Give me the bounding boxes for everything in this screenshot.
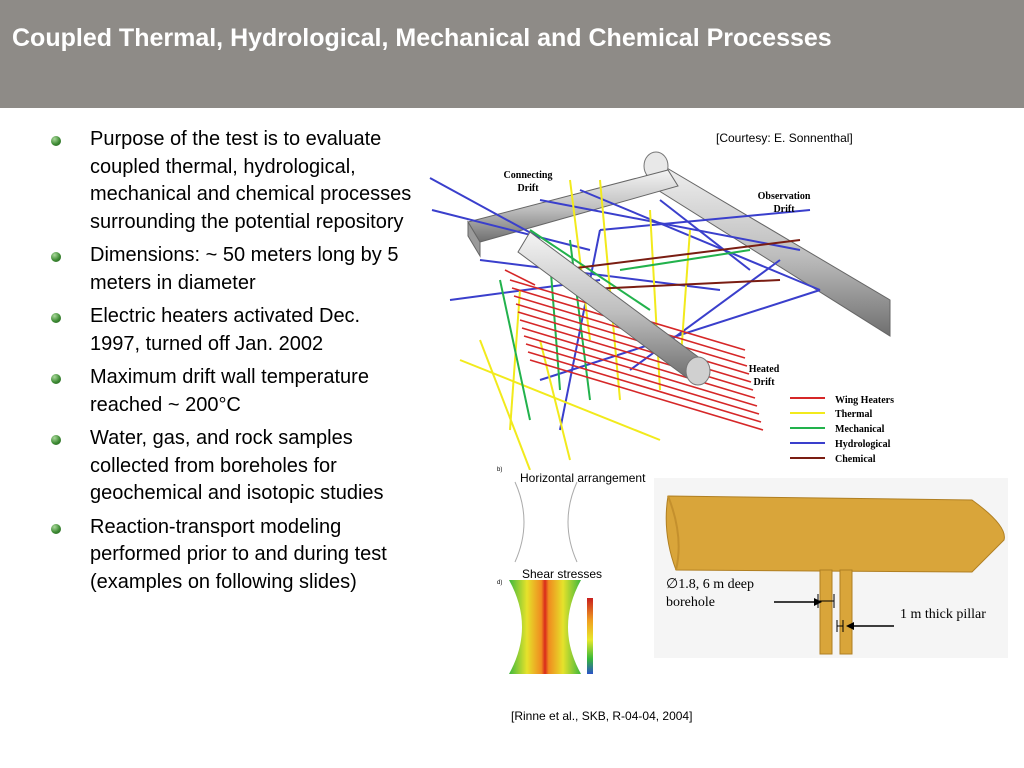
stress-panels: b) d) [497,467,593,674]
panel-d-letter: d) [497,580,502,586]
borehole-label-2: borehole [666,595,715,610]
slide-title: Coupled Thermal, Hydrological, Mechanica… [12,24,832,52]
heated-drift [517,231,711,386]
pillar-arrowhead [846,622,854,630]
horizontal-arrangement-label: Horizontal arrangement [520,471,646,485]
bullet-text: Water, gas, and rock samples collected f… [90,427,384,504]
courtesy-caption: [Courtesy: E. Sonnenthal] [716,131,853,145]
bullet-icon [51,374,61,384]
bullet-item: Electric heaters activated Dec. 1997, tu… [50,303,415,358]
bullet-text: Maximum drift wall temperature reached ~… [90,366,369,416]
shear-stresses-label: Shear stresses [522,567,603,581]
drift-borehole-diagram: Connecting Drift Observation Drift Heate… [429,151,894,470]
bullet-text: Electric heaters activated Dec. 1997, tu… [90,305,361,355]
borehole-left [819,569,833,655]
bullet-item: Water, gas, and rock samples collected f… [50,425,415,508]
legend-label: Mechanical [835,424,885,435]
bullet-icon [51,136,61,146]
legend-label: Wing Heaters [835,395,894,406]
reference-caption: [Rinne et al., SKB, R-04-04, 2004] [511,709,693,723]
heated-drift-label-2: Drift [753,377,775,388]
legend-label: Chemical [835,454,876,465]
bullet-text: Dimensions: ~ 50 meters long by 5 meters… [90,244,399,294]
bullet-item: Reaction-transport modeling performed pr… [50,514,415,597]
bullet-icon [51,523,61,534]
tunnel-borehole-illustration: ∅1.8, 6 m deep borehole 1 m thick pillar [654,478,1008,658]
stress-right-hole [568,580,581,674]
bullet-text: Purpose of the test is to evaluate coupl… [90,128,412,233]
bullet-item: Purpose of the test is to evaluate coupl… [50,126,415,236]
heated-drift-label: Heated [749,364,780,375]
bullet-list: Purpose of the test is to evaluate coupl… [50,126,415,602]
tunnel-body [665,495,1005,573]
connecting-drift-label: Connecting [504,170,553,181]
connecting-drift-label-2: Drift [517,183,539,194]
observation-drift-label-2: Drift [773,204,795,215]
color-scale-bar [587,598,593,674]
borehole-right [839,569,853,655]
borehole-label: ∅1.8, 6 m deep [666,577,754,592]
bullet-icon [51,313,61,323]
connecting-drift [467,169,679,258]
bullet-item: Maximum drift wall temperature reached ~… [50,364,415,419]
bullet-text: Reaction-transport modeling performed pr… [90,515,387,593]
legend-label: Hydrological [835,439,891,450]
bullet-icon [51,252,61,262]
panel-b-letter: b) [497,467,502,473]
observation-drift-label: Observation [758,191,811,202]
pillar-label: 1 m thick pillar [900,607,986,622]
stress-left-hole [509,580,522,674]
panel-b-left-boundary [514,481,525,563]
title-bar: Coupled Thermal, Hydrological, Mechanica… [0,0,1024,108]
tunnel-end [667,495,680,571]
bullet-item: Dimensions: ~ 50 meters long by 5 meters… [50,242,415,297]
bullet-icon [51,435,61,445]
panel-b-right-boundary [567,481,578,563]
legend: Wing Heaters Thermal Mechanical Hydrolog… [790,395,894,465]
legend-label: Thermal [835,409,872,420]
